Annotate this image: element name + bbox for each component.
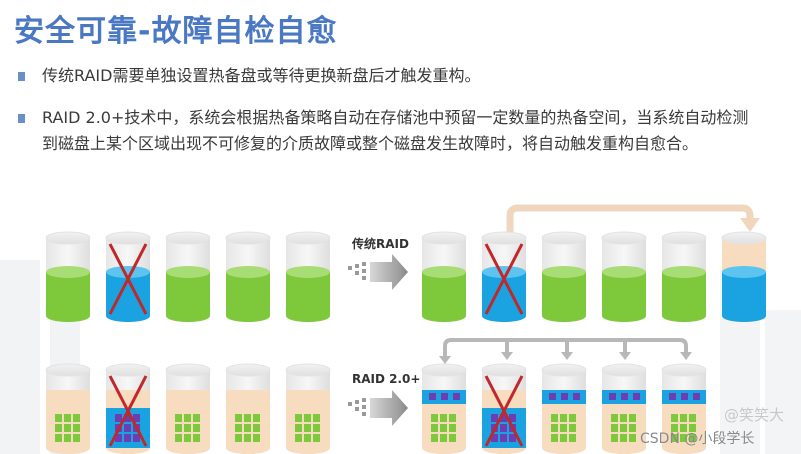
disk-healthy [285,231,331,322]
transition-arrow-raid2 [348,390,408,426]
disk-rebuilt-grid [421,363,467,454]
disk-hot-spare [721,231,767,322]
disk-healthy-grid [225,363,271,454]
watermark-bottom: CSDN @小段学长 [640,431,755,447]
disk-groups [45,231,767,454]
bullet-square-icon [18,114,25,123]
disk-healthy [225,231,271,322]
disk-healthy-grid [165,363,211,454]
disk-failed [105,231,151,322]
disk-failed [481,231,527,322]
disk-healthy-grid [45,363,91,454]
bullet-text: 传统RAID需要单独设置热备盘或等待更换新盘后才触发重构。 [42,66,481,85]
disk-rebuilt-grid [541,363,587,454]
disk-healthy [421,231,467,322]
raid-rebuild-diagram: 传统RAID RAID 2.0+ [0,204,801,454]
disk-failed-grid [105,363,151,454]
label-raid2: RAID 2.0+ [352,372,420,386]
page-title: 安全可靠-故障自检自愈 [14,14,338,49]
rebuild-arrow-traditional [506,204,754,232]
disk-failed-grid [481,363,527,454]
disk-rebuilt-grid [601,363,647,454]
rebuild-arrow-traditional-head [740,218,760,232]
label-traditional-raid: 传统RAID [351,236,409,251]
bullet-square-icon [18,72,25,81]
disk-healthy [45,231,91,322]
bullet-text-line1: RAID 2.0+技术中，系统会根据热备策略自动在存储池中预留一定数量的热备空间… [42,108,749,127]
bullet-text-line2: 到磁盘上某个区域出现不可修复的介质故障或整个磁盘发生故障时，将自动触发重构自愈合… [42,134,699,153]
disk-healthy [165,231,211,322]
transition-arrow-traditional [348,254,408,290]
disk-rebuilt-grid [661,363,707,454]
disk-healthy [541,231,587,322]
rebuild-arrows-raid2 [443,338,688,358]
disk-healthy [661,231,707,322]
watermark-top: @笑笑大 [724,406,785,424]
disk-healthy-grid [285,363,331,454]
disk-healthy [601,231,647,322]
